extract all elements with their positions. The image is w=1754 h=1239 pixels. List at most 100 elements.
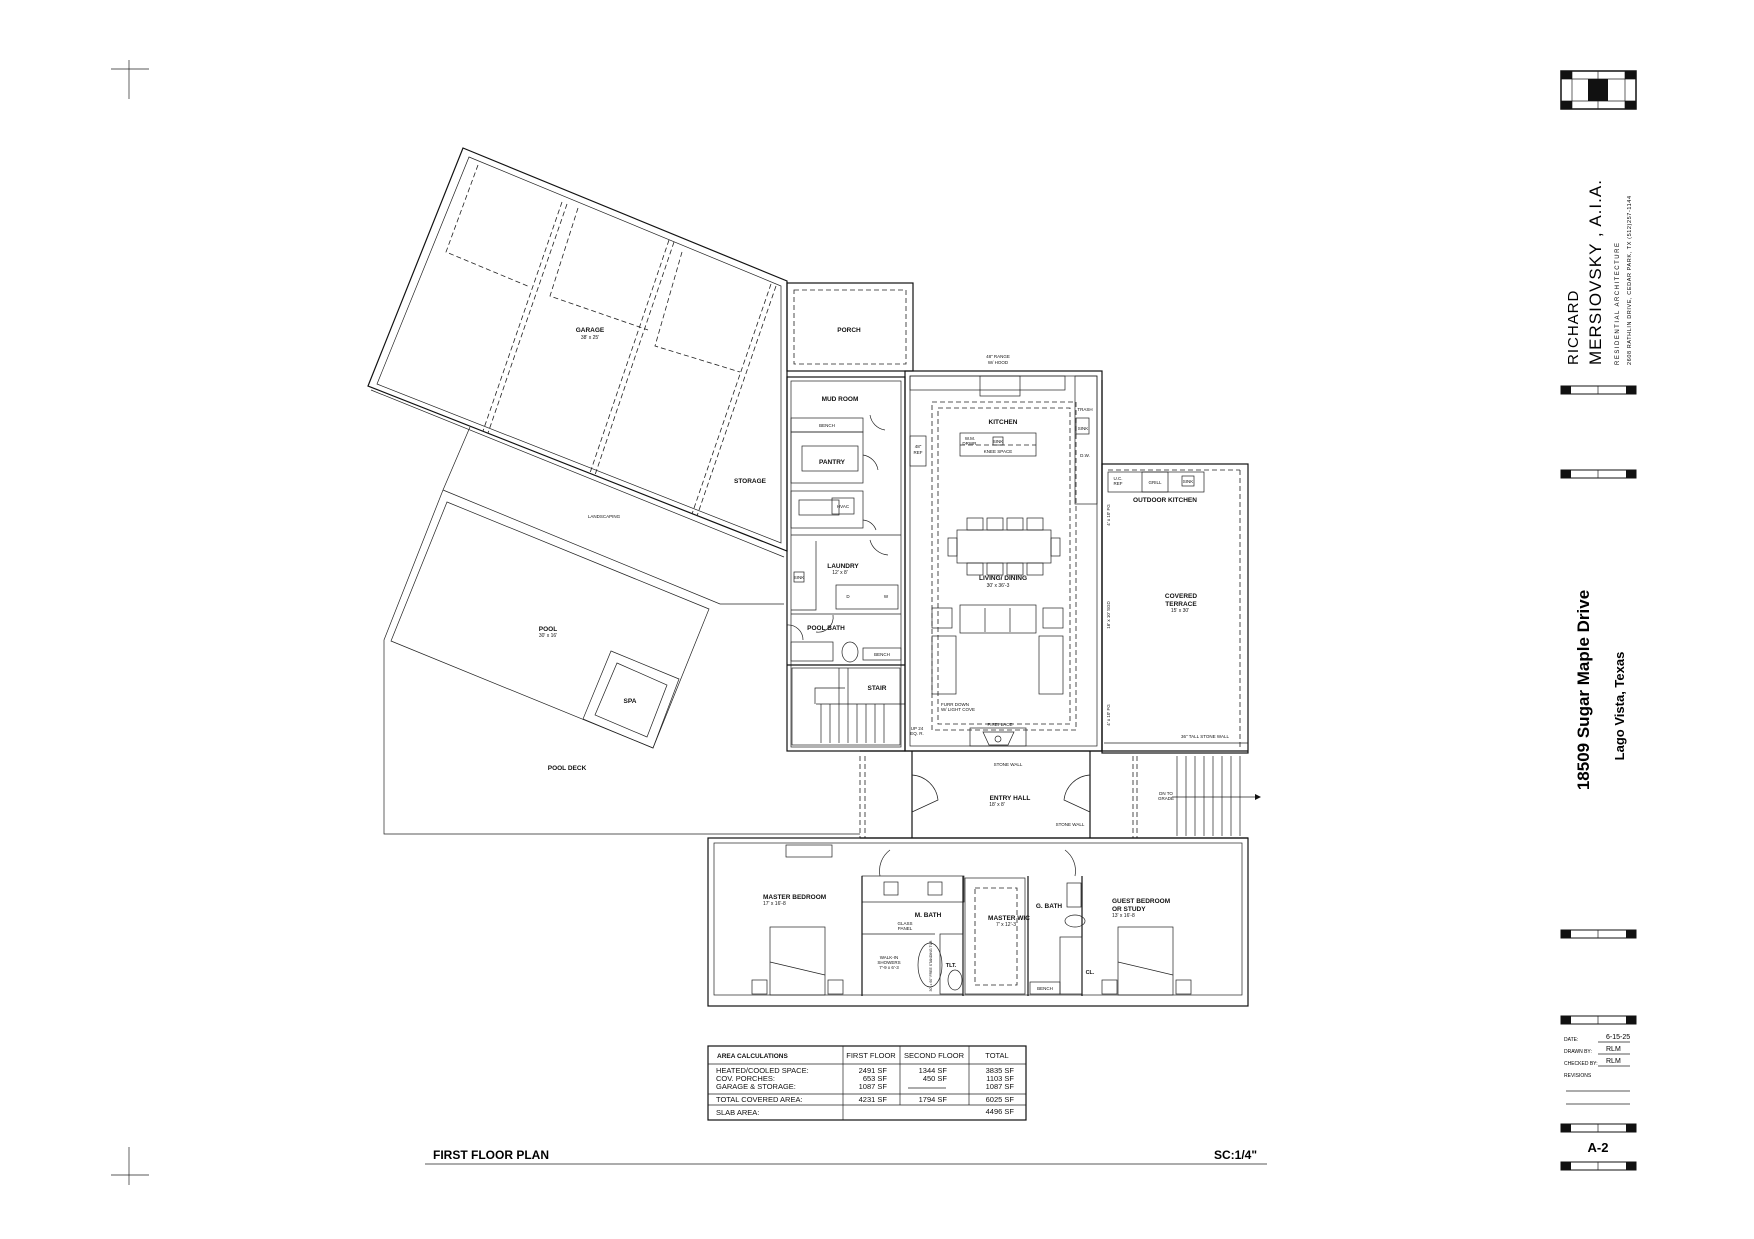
project-city: Lago Vista, Texas [1612,652,1627,761]
note-gbath-bench: BENCH [1037,986,1053,991]
arrow-icon [1255,794,1261,800]
note-shower-3: 7'-9 x 6'-3 [879,965,899,970]
drawing-info: DATE: 6-15-25 DRAWN BY: RLM CHECKED BY: … [1564,1034,1630,1155]
revisions-label: REVISIONS [1564,1073,1592,1079]
cell: 6025 SF [986,1095,1015,1104]
room-living-dining: LIVING/ DINING [979,575,1027,582]
cell: GARAGE & STORAGE: [716,1082,796,1091]
cell: 450 SF [923,1074,948,1083]
firm-tagline: RESIDENTIAL ARCHITECTURE [1615,242,1621,365]
project-address: 18509 Sugar Maple Drive [1574,590,1593,790]
note-uc-ref: U.C. [1114,476,1123,481]
note-washer: W [884,594,889,599]
garage [367,147,788,558]
note-dryer: D [846,594,850,599]
table-row: SLAB AREA: 4496 SF [716,1107,1014,1117]
room-pool-dims: 30' x 16' [539,633,557,639]
drawn-by-value: RLM [1606,1046,1621,1053]
room-porch: PORCH [837,327,861,334]
room-stair: STAIR [867,685,886,692]
room-storage: STORAGE [734,478,767,485]
title-bars [1560,385,1637,1171]
note-fireplace: FIREPLACE [987,722,1012,727]
cell: 1344 SF [919,1066,948,1075]
room-spa: SPA [624,698,637,705]
note-wm-drawer: W.M. [965,436,975,441]
note-uc-ref-2: REF [1114,481,1123,486]
table-row: HEATED/COOLED SPACE: 2491 SF 1344 SF 383… [716,1066,1014,1075]
room-pool-bath: POOL BATH [807,625,845,632]
checked-by-label: CHECKED BY: [1564,1061,1598,1067]
note-furr-down-2: W/ LIGHT COVE [941,707,975,712]
room-master-bedroom-dims: 17' x 16'-8 [763,901,786,907]
room-mud-room: MUD ROOM [822,396,859,403]
room-entry-hall: ENTRY HALL [990,795,1031,802]
note-sgd: 16' x 10' SGD [1106,601,1111,629]
date-value: 6-15-25 [1606,1034,1630,1041]
cell: COV. PORCHES: [716,1074,775,1083]
note-mud-bench: BENCH [819,423,835,428]
note-toilet: TLT. [946,963,957,969]
table-header-first-floor: FIRST FLOOR [846,1051,896,1060]
note-ref-2: REF [914,450,923,455]
sheet-scale: SC:1/4" [1214,1148,1257,1162]
table-header-total: TOTAL [985,1051,1008,1060]
note-hvac: HVAC [837,504,850,509]
cell: 653 SF [863,1074,888,1083]
room-guest-bedroom-2: OR STUDY [1112,906,1146,913]
cell: 1103 SF [986,1074,1014,1083]
note-stair-up: UP 24 [911,726,924,731]
table-row: COV. PORCHES: 653 SF 450 SF 1103 SF [716,1074,1014,1083]
cell: 1794 SF [919,1095,948,1104]
table-header-label: AREA CALCULATIONS [717,1053,788,1060]
room-covered-terrace-dims: 15' x 30' [1171,608,1189,614]
room-master-bedroom: MASTER BEDROOM [763,894,826,901]
note-tub: 30" x 60" FREE STANDING TUB [929,940,933,992]
pool [390,501,710,749]
crop-marks [111,60,149,1185]
cell: 2491 SF [859,1066,888,1075]
porch [786,282,914,372]
room-landscaping: LANDSCAPING [588,514,621,519]
drawn-by-label: DRAWN BY: [1564,1049,1592,1055]
table-row: GARAGE & STORAGE: 1087 SF 1087 SF [716,1082,1014,1091]
note-shower: WALK-IN [880,955,899,960]
note-range-2: W/ HOOD [988,360,1009,365]
note-dn-to-grade: DN TO [1159,791,1173,796]
sheet-title: FIRST FLOOR PLAN [433,1148,549,1162]
room-covered-terrace: COVERED [1165,593,1197,600]
note-pool-bath-bench: BENCH [874,652,890,657]
note-tall-stone-wall: 36" TALL STONE WALL [1181,734,1230,739]
table-row: TOTAL COVERED AREA: 4231 SF 1794 SF 6025… [716,1095,1014,1104]
cell: SLAB AREA: [716,1108,759,1117]
room-garage: GARAGE [576,327,605,334]
note-glass-panel-2: PANEL [898,926,913,931]
note-closet: CL. [1086,970,1095,976]
note-stone-wall-2: STONE WALL [1056,822,1085,827]
note-shower-2: SHOWERS [877,960,900,965]
cell: TOTAL COVERED AREA: [716,1095,803,1104]
firm-address: 2608 RATHLIN DRIVE, CEDAR PARK, TX (512)… [1627,195,1633,365]
room-covered-terrace-2: TERRACE [1165,601,1197,608]
note-knee-space: KNEE SPACE [984,449,1012,454]
room-master-wic-dims: 7' x 12'-3 [996,922,1016,928]
note-trash: TRASH [1077,407,1092,412]
note-fg-1: 4' x 10' FG [1106,504,1111,526]
note-furr-down: FURR DOWN [941,702,969,707]
note-outdoor-sink: SINK [1183,479,1194,484]
firm-name-line1: RICHARD [1565,290,1582,365]
room-outdoor-kitchen: OUTDOOR KITCHEN [1133,497,1197,504]
note-glass-panel: GLASS [897,921,912,926]
firm-name-line2: MERSIOVSKY , A.I.A. [1586,179,1605,365]
room-pool-deck: POOL DECK [548,765,587,772]
sheet-number: A-2 [1588,1140,1609,1155]
room-pool: POOL [539,626,557,633]
room-guest-bedroom-dims: 13' x 16'-8 [1112,913,1135,919]
room-living-dining-dims: 30' x 36'-3 [987,583,1010,589]
service-wing [786,376,906,752]
note-dn-to-grade-2: GRADE [1158,796,1174,801]
date-label: DATE: [1564,1037,1578,1043]
room-pantry: PANTRY [819,459,846,466]
covered-terrace [1101,463,1249,754]
room-guest-bedroom: GUEST BEDROOM [1112,898,1170,905]
